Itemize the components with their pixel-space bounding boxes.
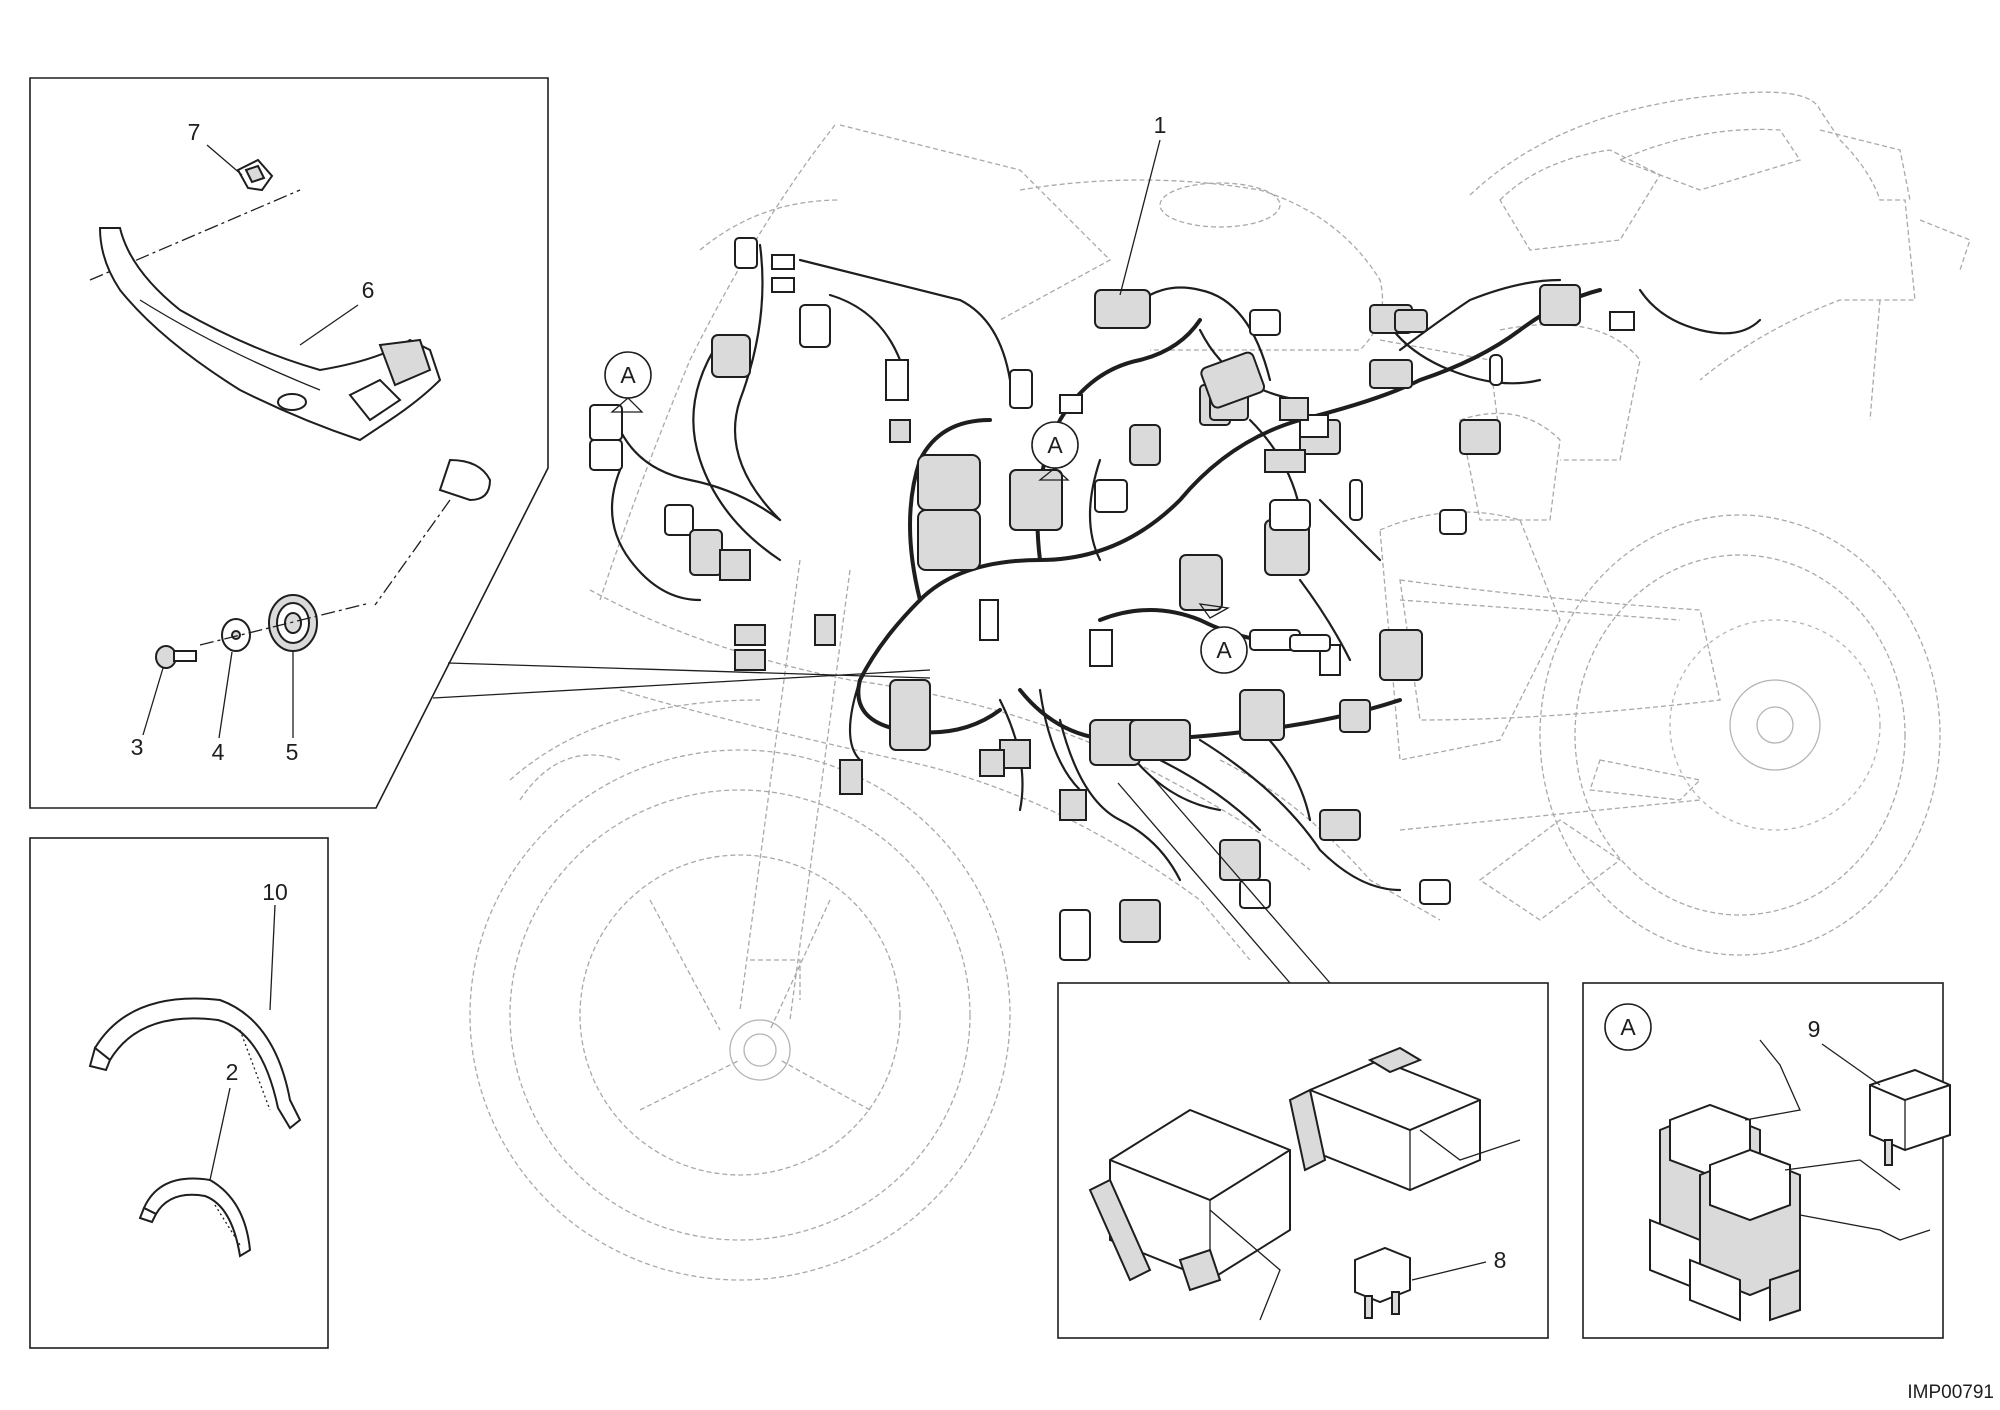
- harness-cover-part-6: [98, 227, 492, 502]
- svg-text:5: 5: [286, 739, 299, 765]
- callout-1: 1: [1119, 112, 1167, 296]
- relay-holder-right: [1689, 1148, 1801, 1322]
- washer-part-4: [221, 618, 251, 652]
- svg-text:A: A: [1047, 432, 1063, 458]
- panel-control-units: 8: [1057, 774, 1549, 1339]
- cable-tie-part-2: [138, 1177, 252, 1258]
- motorcycle-outline: [469, 91, 1971, 1281]
- svg-text:7: 7: [188, 119, 201, 145]
- svg-text:6: 6: [362, 277, 375, 303]
- panel-detail-a-relays: A 9: [1582, 982, 1951, 1339]
- fuse-part-8: [1354, 1246, 1411, 1319]
- detail-marker-a-2: A: [1031, 421, 1079, 481]
- relay-part-9: [1869, 1068, 1951, 1166]
- drawing-code: IMP00791: [1907, 1382, 1994, 1403]
- screw-part-3: [155, 645, 197, 669]
- detail-marker-a-panel: A: [1604, 1003, 1652, 1051]
- detail-marker-a-1: A: [604, 351, 652, 413]
- control-unit-right: [1288, 1046, 1481, 1192]
- svg-text:2: 2: [226, 1059, 239, 1085]
- svg-text:3: 3: [131, 734, 144, 760]
- svg-text:A: A: [1216, 637, 1232, 663]
- svg-text:A: A: [1620, 1014, 1636, 1040]
- clip-part-7: [236, 158, 274, 192]
- panel-fasteners: 7 6 3 4 5: [29, 77, 931, 809]
- harness-connectors: [589, 237, 1635, 961]
- control-unit-left: [1088, 1108, 1291, 1292]
- svg-text:9: 9: [1808, 1016, 1821, 1042]
- svg-text:1: 1: [1154, 112, 1167, 138]
- detail-marker-a-3: A: [1198, 603, 1248, 674]
- svg-text:8: 8: [1494, 1247, 1507, 1273]
- svg-text:4: 4: [212, 739, 225, 765]
- svg-text:A: A: [620, 362, 636, 388]
- panel-cable-ties: 10 2: [29, 837, 329, 1349]
- svg-text:10: 10: [262, 879, 288, 905]
- cable-tie-part-10: [88, 997, 302, 1130]
- grommet-part-5: [268, 594, 318, 652]
